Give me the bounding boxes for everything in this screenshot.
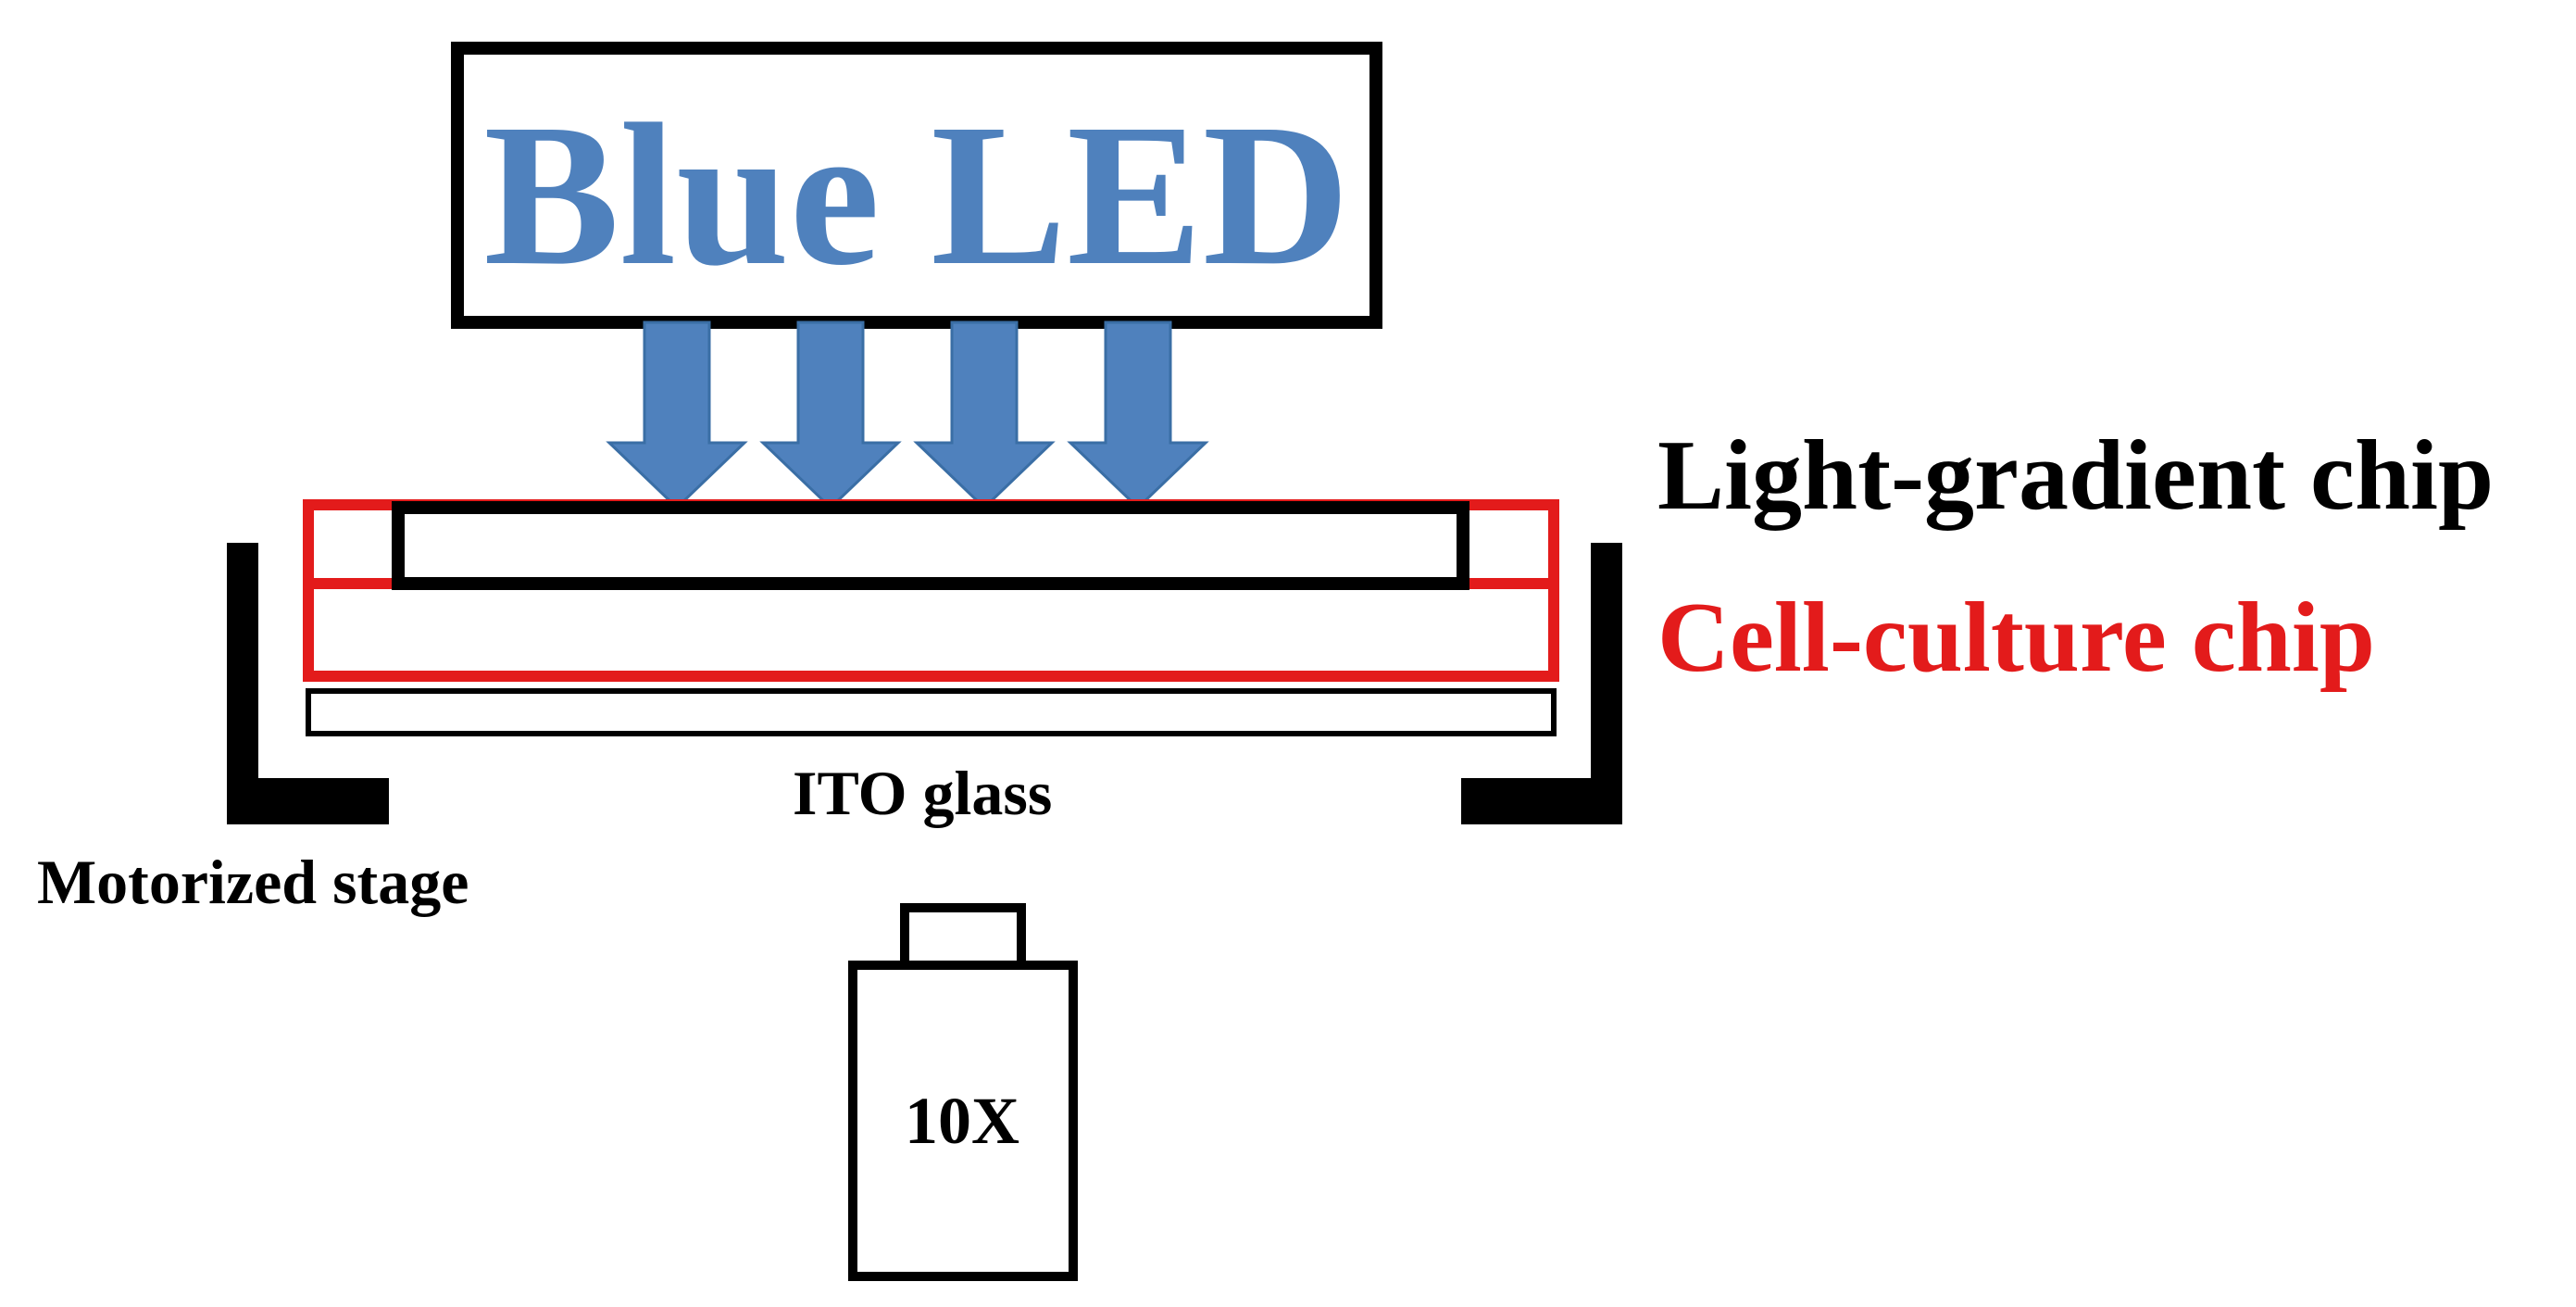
light-arrow-2 [759,320,902,510]
light-arrow-3 [913,320,1056,510]
light-arrow-4 [1067,320,1209,510]
blue-led-box [451,42,1382,329]
blue-led-label: Blue LED [483,82,1350,308]
cell-culture-chip-label: Cell-culture chip [1657,583,2375,693]
light-arrows [606,320,1209,510]
light-arrow-1 [606,320,748,510]
motorized-stage-left [227,543,389,824]
objective-lens-cap [900,903,1026,970]
motorized-stage-label: Motorized stage [37,847,469,917]
light-gradient-chip-label: Light-gradient chip [1657,421,2495,531]
objective-lens-body [848,961,1078,1281]
objective-magnification-label: 10X [905,1084,1019,1158]
light-gradient-chip [392,501,1469,590]
motorized-stage-right [1461,543,1622,824]
ito-glass [306,688,1557,736]
ito-glass-label: ITO glass [793,758,1053,828]
